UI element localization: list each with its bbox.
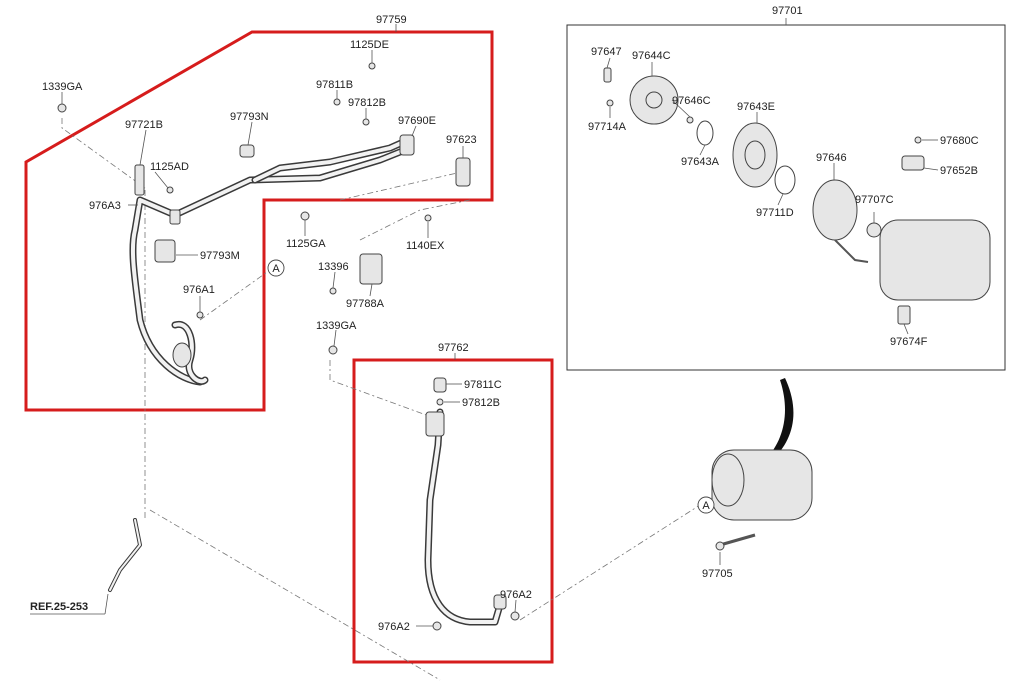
bracket-97652B: [901, 155, 925, 171]
label-97812B-top: 97812B: [348, 97, 386, 109]
block-97788A: [359, 253, 383, 285]
label-97812B-low: 97812B: [462, 397, 500, 409]
assembled-compressor: [711, 449, 813, 551]
hose-assembly-97762: [424, 377, 520, 631]
reference-lines: [61, 118, 741, 681]
label-976A2-right: 976A2: [500, 589, 532, 601]
label-97759: 97759: [376, 14, 407, 26]
label-1339GA-top: 1339GA: [42, 81, 83, 93]
callout-a-upper-label: A: [272, 263, 280, 275]
label-976A3: 976A3: [89, 200, 121, 212]
bolt-97705: [715, 541, 725, 551]
label-97680C: 97680C: [940, 135, 979, 147]
label-ref-25-253[interactable]: REF.25-253: [30, 601, 88, 613]
label-97705: 97705: [702, 568, 733, 580]
bolt-1339GA-top: [57, 103, 67, 113]
highlight-box-97762: [352, 358, 554, 664]
sensor-97674F: [897, 305, 911, 325]
bracket-97793N: [239, 144, 255, 158]
label-97646: 97646: [816, 152, 847, 164]
oring-976A2-left: [432, 621, 442, 631]
hose-assembly-97759: [129, 134, 471, 386]
hose-fitting-97690E: [399, 134, 415, 156]
hose-end-fitting: [493, 594, 507, 610]
label-1140EX: 1140EX: [406, 240, 445, 252]
callout-a-lower: A: [697, 496, 715, 514]
hose-fitting-97721B: [134, 164, 145, 196]
label-1125DE: 1125DE: [350, 39, 389, 51]
label-97762: 97762: [438, 342, 469, 354]
oring-976A1: [196, 311, 204, 319]
label-97690E: 97690E: [398, 115, 436, 127]
label-97793N: 97793N: [230, 111, 269, 123]
bolt-1125AD: [166, 186, 174, 194]
compressor-body-97701: [879, 219, 991, 301]
label-1125GA: 1125GA: [286, 238, 326, 250]
callout-a-upper: A: [267, 259, 285, 277]
label-1125AD: 1125AD: [150, 161, 189, 173]
snap-ring-97711D: [774, 165, 796, 195]
bolt-1125GA: [300, 211, 310, 221]
shim-97646C: [686, 116, 694, 124]
part-labels: 97759 1125DE 1339GA 97811B 97812B 97793N…: [30, 5, 979, 633]
label-97707C: 97707C: [855, 194, 894, 206]
label-97714A: 97714A: [588, 121, 627, 133]
snap-ring-97643A: [696, 120, 714, 146]
label-97652B: 97652B: [940, 165, 978, 177]
seal-97812B-low: [436, 398, 444, 406]
label-97647: 97647: [591, 46, 622, 58]
highlight-box-97759: [24, 30, 494, 412]
bolt-97714A: [606, 99, 614, 107]
bolt-1125DE: [368, 62, 376, 70]
label-97644C: 97644C: [632, 50, 671, 62]
label-97711D: 97711D: [756, 207, 794, 219]
label-97701: 97701: [772, 5, 803, 17]
label-976A2-left: 976A2: [378, 621, 410, 633]
oring-976A2-right: [510, 611, 520, 621]
muffler-part: [172, 342, 192, 368]
bolt-97647: [603, 67, 612, 83]
label-97674F: 97674F: [890, 336, 928, 348]
seal-97812B-top: [362, 118, 370, 126]
bracket-97793M: [154, 239, 176, 263]
label-97793M: 97793M: [200, 250, 240, 262]
compressor-parts-box: [566, 24, 1006, 371]
label-97811C: 97811C: [464, 379, 502, 391]
ref-linkage: [108, 518, 142, 592]
bolt-1339GA-mid: [328, 345, 338, 355]
label-97643E: 97643E: [737, 101, 775, 113]
hose-block-97762: [425, 411, 445, 437]
label-1339GA-mid: 1339GA: [316, 320, 357, 332]
label-97788A: 97788A: [346, 298, 385, 310]
bolt-13396: [329, 287, 337, 295]
label-97721B: 97721B: [125, 119, 163, 131]
pointer-arrow: [765, 378, 794, 462]
leader-lines: [30, 24, 939, 627]
seal-97811B: [333, 98, 341, 106]
coil-97646: [812, 179, 858, 241]
label-97623: 97623: [446, 134, 477, 146]
label-97643A: 97643A: [681, 156, 720, 168]
cap-97623: [455, 157, 471, 187]
valve-97707C: [866, 222, 882, 238]
label-97811B: 97811B: [316, 79, 353, 91]
fitting-97811C: [433, 377, 447, 393]
compressor-parts: [603, 67, 991, 325]
clamp-part: [169, 209, 181, 225]
callout-a-lower-label: A: [702, 500, 710, 512]
label-13396: 13396: [318, 261, 349, 273]
label-97646C: 97646C: [672, 95, 711, 107]
bolt-97680C: [914, 136, 922, 144]
bolt-1140EX: [424, 214, 432, 222]
label-976A1: 976A1: [183, 284, 215, 296]
